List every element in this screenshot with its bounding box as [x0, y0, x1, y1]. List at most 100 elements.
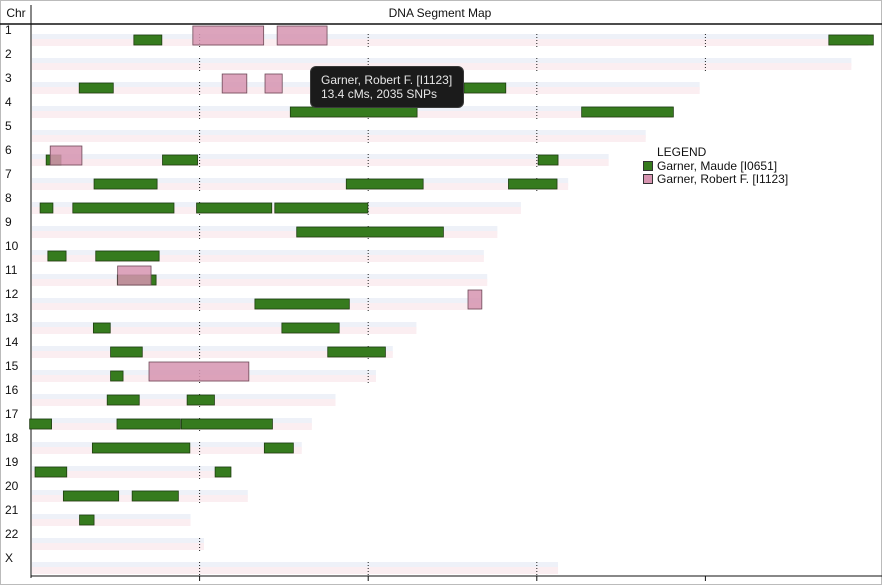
- chromosome-track-lower: [32, 351, 393, 358]
- segment-maude: [47, 250, 67, 262]
- segment-tooltip: Garner, Robert F. [I1123] 13.4 cMs, 2035…: [310, 66, 464, 108]
- chromosome-label: 20: [5, 479, 19, 493]
- segment-maude: [110, 370, 124, 382]
- chromosome-label: 15: [5, 359, 19, 373]
- chromosome-label: 16: [5, 383, 19, 397]
- chromosome-track-upper: [32, 34, 869, 42]
- chromosome-track-upper: [32, 514, 191, 522]
- chromosome-track-upper: [32, 346, 393, 354]
- chromosome-track-lower: [32, 39, 869, 46]
- chromosome-label: 10: [5, 239, 19, 253]
- chromosome-label: 12: [5, 287, 19, 301]
- chromosome-label: X: [5, 551, 13, 565]
- segment-maude: [463, 82, 507, 94]
- chromosome-track-lower: [32, 159, 609, 166]
- chromosome-track-upper: [32, 178, 569, 186]
- segment-maude: [274, 202, 369, 214]
- chromosome-label: 7: [5, 167, 12, 181]
- legend-item-robert: Garner, Robert F. [I1123]: [643, 171, 789, 186]
- chart-title: DNA Segment Map: [389, 6, 492, 20]
- segment-maude: [180, 418, 273, 430]
- legend: LEGEND Garner, Maude [I0651] Garner, Rob…: [643, 145, 789, 186]
- segment-maude: [289, 106, 418, 118]
- segment-maude: [186, 394, 215, 406]
- segment-maude: [29, 418, 52, 430]
- segment-maude: [345, 178, 424, 190]
- segment-maude: [296, 226, 444, 238]
- chromosome-track-upper: [32, 58, 852, 66]
- chromosome-label: 1: [5, 23, 12, 37]
- chromosome-track-upper: [32, 154, 609, 162]
- segment-maude: [34, 466, 68, 478]
- segment-robert: [276, 25, 328, 46]
- chromosome-track-upper: [32, 466, 231, 474]
- segment-maude: [95, 250, 160, 262]
- chromosome-label: 17: [5, 407, 19, 421]
- chromosome-track-upper: [32, 538, 204, 546]
- segment-maude: [281, 322, 340, 334]
- chromosome-track-lower: [32, 327, 417, 334]
- chromosome-track-lower: [32, 567, 559, 574]
- segment-maude: [79, 514, 95, 526]
- chromosome-track-upper: [32, 274, 488, 282]
- chromosome-label: 9: [5, 215, 12, 229]
- chromosome-track-upper: [32, 226, 498, 234]
- chromosome-track-lower: [32, 471, 231, 478]
- segment-maude: [133, 34, 163, 46]
- chromosome-track-lower: [32, 519, 191, 526]
- chromosome-label: 21: [5, 503, 19, 517]
- segment-maude: [116, 418, 181, 430]
- chromosome-track-lower: [32, 135, 646, 142]
- chromosome-track-lower: [32, 543, 204, 550]
- segment-maude: [106, 394, 140, 406]
- segment-maude: [254, 298, 350, 310]
- chromosome-track-upper: [32, 394, 336, 402]
- legend-swatch-pink: [643, 173, 653, 184]
- chromosome-track-lower: [32, 279, 488, 286]
- chromosome-label: 8: [5, 191, 12, 205]
- chromosome-label: 5: [5, 119, 12, 133]
- legend-label: Garner, Maude [I0651]: [657, 158, 778, 173]
- segment-robert: [467, 289, 483, 310]
- segment-robert: [192, 25, 265, 46]
- chromosome-track-upper: [32, 562, 559, 570]
- chromosome-track-lower: [32, 399, 336, 406]
- chromosome-label: 13: [5, 311, 19, 325]
- segment-maude: [828, 34, 874, 46]
- legend-title: LEGEND: [657, 145, 707, 159]
- segment-robert: [264, 73, 283, 94]
- chromosome-label: 2: [5, 47, 12, 61]
- chromosome-track-lower: [32, 231, 498, 238]
- segment-maude: [162, 154, 198, 166]
- segment-maude: [78, 82, 114, 94]
- segment-robert: [148, 361, 250, 382]
- chromosome-label: 6: [5, 143, 12, 157]
- segment-maude: [214, 466, 232, 478]
- segment-maude: [581, 106, 674, 118]
- segment-robert: [221, 73, 248, 94]
- segment-maude: [327, 346, 386, 358]
- segment-maude: [508, 178, 558, 190]
- chromosome-label: 19: [5, 455, 19, 469]
- segment-maude: [39, 202, 54, 214]
- chromosome-label: 22: [5, 527, 19, 541]
- chromosome-track-lower: [32, 183, 569, 190]
- chromosome-label: 4: [5, 95, 12, 109]
- segment-maude: [72, 202, 175, 214]
- segment-maude: [131, 490, 179, 502]
- chr-column-header: Chr: [6, 6, 25, 20]
- legend-label: Garner, Robert F. [I1123]: [657, 171, 789, 186]
- segment-maude: [537, 154, 559, 166]
- segment-robert: [117, 265, 152, 286]
- chart-header: Chr DNA Segment Map: [6, 6, 491, 20]
- segment-maude: [91, 442, 191, 454]
- segment-maude: [196, 202, 273, 214]
- segment-maude: [62, 490, 120, 502]
- chromosome-track-lower: [32, 255, 484, 262]
- legend-item-maude: Garner, Maude [I0651]: [643, 158, 788, 173]
- segment-maude: [110, 346, 143, 358]
- segment-robert: [49, 145, 83, 166]
- legend-swatch-green: [643, 160, 653, 171]
- segment-maude: [263, 442, 294, 454]
